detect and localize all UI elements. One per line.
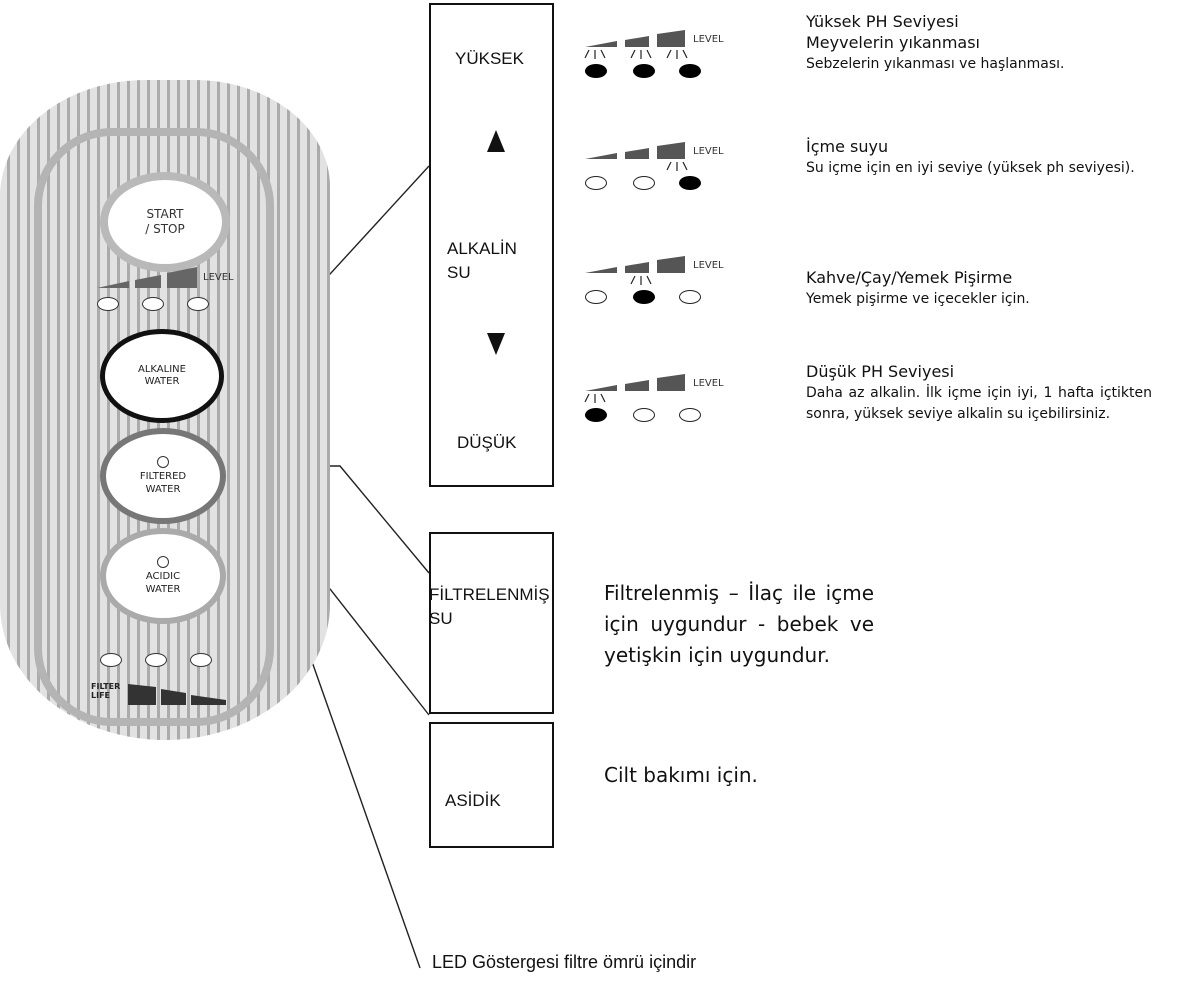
description-drinking-water: İçme suyu Su içme için en iyi seviye (yü… <box>806 137 1152 179</box>
description-text: Yemek pişirme ve içecekler için. <box>806 290 1030 307</box>
filter-led-2 <box>145 653 167 667</box>
acidic-water-box: ASİDİK <box>429 722 554 848</box>
filtered-water-button[interactable]: FILTERED WATER <box>100 428 226 524</box>
acidic-water-description: Cilt bakımı için. <box>604 763 758 787</box>
level-indicator-high: LEVEL <box>565 30 745 94</box>
description-title: Yüksek PH Seviyesi <box>806 12 959 31</box>
start-stop-button[interactable]: START / STOP <box>100 172 230 272</box>
level-bars-high-icon <box>584 30 688 59</box>
description-title: Düşük PH Seviyesi <box>806 362 955 381</box>
filter-life-label-2: LIFE <box>91 691 111 701</box>
arrow-down-icon <box>487 333 505 355</box>
filter-life-bars-icon <box>128 684 226 705</box>
range-alkaline-label-1: ALKALİN <box>447 239 517 258</box>
indicator-dot-2 <box>633 64 655 78</box>
level-label: LEVEL <box>693 34 724 45</box>
acidic-label-2: WATER <box>145 583 181 595</box>
filtered-water-description: Filtrelenmiş – İlaç ile içme için uygund… <box>604 581 874 667</box>
filter-life-label-1: FILTER <box>91 682 121 691</box>
filtered-label-2: WATER <box>145 483 181 495</box>
indicator-dot-1 <box>585 64 607 78</box>
level-indicator-low: LEVEL <box>565 374 745 438</box>
indicator-dot-2 <box>633 290 655 304</box>
start-stop-label-2: / STOP <box>145 222 185 236</box>
level-indicator-drinking: LEVEL <box>565 142 745 206</box>
filtered-box-label-2: SU <box>429 609 453 628</box>
panel-inner-frame <box>34 128 274 726</box>
indicator-dot-3 <box>679 176 701 190</box>
range-low-label: DÜŞÜK <box>457 433 517 452</box>
indicator-dot-3 <box>679 64 701 78</box>
acidic-led <box>157 556 169 568</box>
level-led-3 <box>187 297 209 311</box>
range-high-label: YÜKSEK <box>455 49 524 68</box>
filtered-label-1: FILTERED <box>139 471 187 482</box>
filter-led-3 <box>190 653 212 667</box>
description-low-ph: Düşük PH Seviyesi Daha az alkalin. İlk i… <box>806 362 1152 426</box>
description-cooking: Kahve/Çay/Yemek Pişirme Yemek pişirme ve… <box>806 268 1152 310</box>
led-indicator-note: LED Göstergesi filtre ömrü içindir <box>432 952 697 972</box>
level-bars-low-icon <box>584 374 685 403</box>
filtered-water-box: FİLTRELENMİŞ SU <box>429 532 554 714</box>
indicator-dot-1 <box>585 176 607 190</box>
level-label: LEVEL <box>693 378 724 389</box>
description-text: Daha az alkalin. İlk içme için iyi, 1 ha… <box>806 384 1152 423</box>
level-led-2 <box>142 297 164 311</box>
description-text: Sebzelerin yıkanması ve haşlanması. <box>806 55 1065 72</box>
filter-led-1 <box>100 653 122 667</box>
level-bars-cooking-icon <box>585 256 685 285</box>
indicator-dot-3 <box>679 408 701 422</box>
acidic-label-1: ACIDIC <box>145 571 181 582</box>
alkaline-label-2: WATER <box>144 376 180 387</box>
description-title: Kahve/Çay/Yemek Pişirme <box>806 268 1013 287</box>
range-alkaline-label-2: SU <box>447 263 471 282</box>
filtered-led <box>157 456 169 468</box>
alkaline-label-1: ALKALINE <box>138 363 186 375</box>
filtered-box-label-1: FİLTRELENMİŞ <box>429 585 550 604</box>
acidic-water-button[interactable]: ACIDIC WATER <box>100 528 226 624</box>
description-subtitle: Meyvelerin yıkanması <box>806 32 980 52</box>
alkaline-water-button[interactable]: ALKALINE WATER <box>100 329 224 423</box>
indicator-dot-1 <box>585 408 607 422</box>
description-text: Su içme için en iyi seviye (yüksek ph se… <box>806 159 1135 176</box>
indicator-dot-2 <box>633 176 655 190</box>
level-led-1 <box>97 297 119 311</box>
acidic-box-label: ASİDİK <box>445 791 501 810</box>
description-high-ph: Yüksek PH Seviyesi Meyvelerin yıkanması … <box>806 12 1152 75</box>
device-level-label: LEVEL <box>203 272 234 283</box>
filter-life-label: FILTER LIFE <box>91 682 120 700</box>
level-indicator-cooking: LEVEL <box>565 256 745 320</box>
level-label: LEVEL <box>693 146 724 157</box>
start-stop-label-1: START <box>146 207 184 221</box>
level-label: LEVEL <box>693 260 724 271</box>
device-level-bars-icon <box>97 267 197 288</box>
ph-range-box: YÜKSEK ALKALİN SU DÜŞÜK <box>429 3 554 487</box>
arrow-up-icon <box>487 130 505 152</box>
indicator-dot-2 <box>633 408 655 422</box>
level-bars-drinking-icon <box>585 142 688 171</box>
description-title: İçme suyu <box>806 137 889 156</box>
indicator-dot-1 <box>585 290 607 304</box>
indicator-dot-3 <box>679 290 701 304</box>
